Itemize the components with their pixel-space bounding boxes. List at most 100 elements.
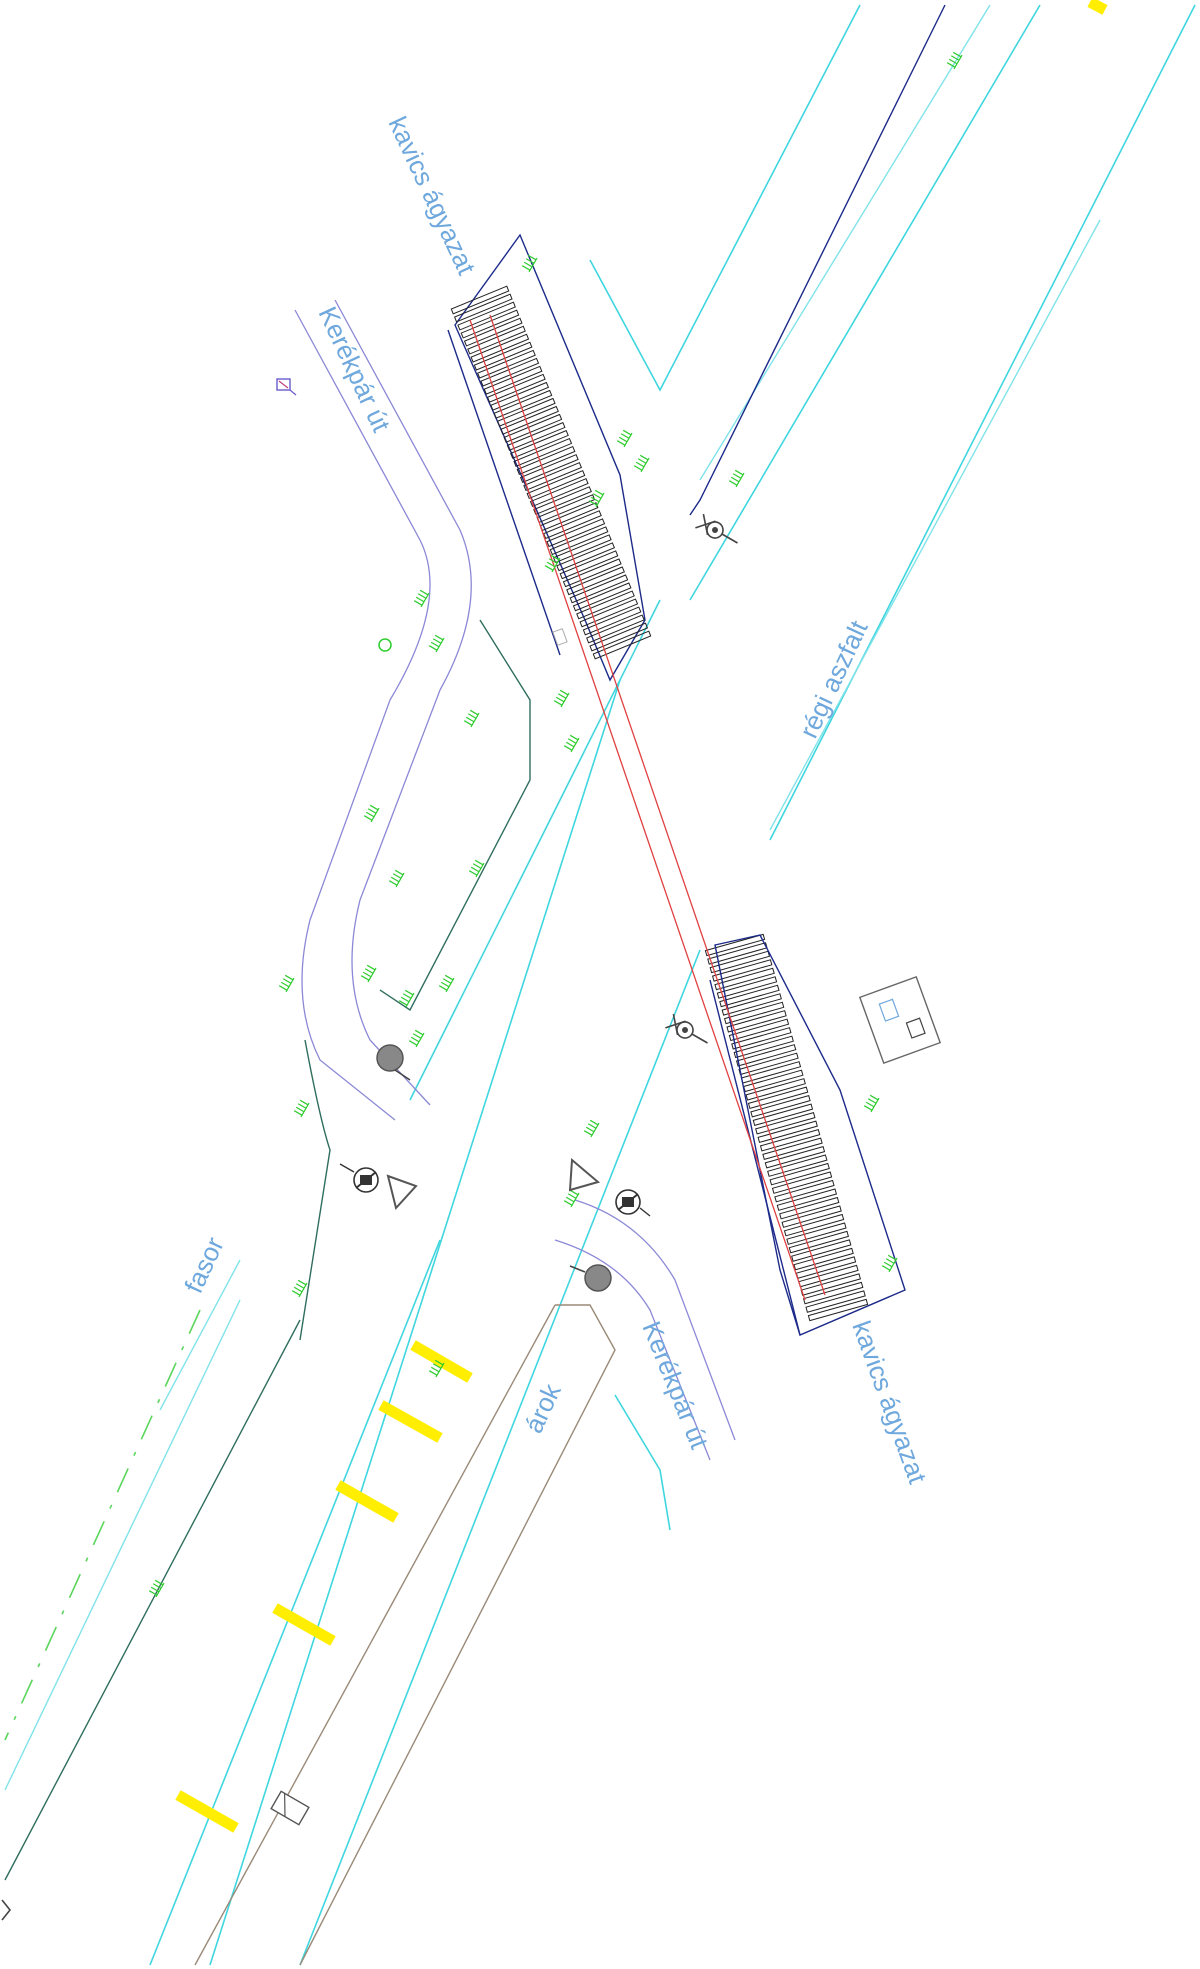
marking-3	[335, 1480, 399, 1523]
marking-top	[1087, 0, 1108, 15]
bike-path-right-border	[614, 1394, 671, 1531]
railway-tie	[453, 293, 513, 323]
stop-sign-icon	[584, 1264, 612, 1292]
grass-tuft	[563, 734, 580, 753]
railway-tie	[529, 478, 589, 508]
road-edge-mid-left	[209, 679, 621, 1966]
label-kerekpar-ut-bottom: Kerékpár út	[636, 1317, 714, 1454]
level-crossing-signal-icon	[695, 513, 738, 544]
railway-tie	[719, 984, 780, 1008]
railway-tie	[552, 534, 612, 564]
ballast-upper-edge	[447, 329, 561, 656]
railway-tie	[503, 413, 563, 443]
railway-tie	[783, 1213, 845, 1237]
marking-1	[410, 1340, 473, 1383]
utility-box-icon	[858, 975, 942, 1065]
railway-tie	[762, 1137, 823, 1161]
railway-tie	[480, 357, 540, 387]
grass-tuft	[408, 1029, 425, 1048]
grass-tuft	[553, 689, 570, 708]
railway-tie	[767, 1154, 828, 1177]
railway-tie	[536, 494, 596, 524]
railway-tie	[709, 950, 771, 974]
bike-path-right	[554, 1199, 736, 1531]
bike-path-left	[294, 299, 531, 1341]
grass-tuft	[563, 1189, 580, 1208]
main-road	[4, 4, 1196, 1966]
grass-tuft	[463, 709, 480, 728]
grass-tufts	[148, 51, 963, 1598]
grass-tuft	[633, 454, 650, 473]
railway-tie	[516, 445, 576, 475]
marking-4	[272, 1603, 336, 1646]
railway-tie	[562, 558, 622, 588]
marking-5	[175, 1790, 239, 1833]
railway-tie	[802, 1281, 864, 1305]
railway-tie	[566, 566, 625, 596]
label-kavics-agyazat-top: kavics ágyazat	[383, 112, 483, 280]
railway-tie	[781, 1205, 842, 1228]
camera-marker-icon	[276, 378, 297, 396]
road-edge-inner	[699, 4, 991, 481]
railway-tie	[747, 1086, 809, 1110]
railway-tie	[757, 1120, 818, 1144]
railway-tie	[728, 1018, 790, 1042]
railway-tie	[477, 349, 536, 379]
railway-tie	[569, 574, 629, 604]
railway-tie	[743, 1069, 804, 1093]
railway-tie	[589, 622, 649, 652]
railway-tie	[483, 365, 543, 395]
railway-tie	[795, 1256, 857, 1279]
railway-tie	[450, 285, 510, 315]
railway	[447, 233, 906, 1336]
railway-tie	[786, 1222, 847, 1245]
railway-tie	[556, 542, 616, 572]
edge-marker-icon	[1, 1899, 12, 1921]
road-curb-top	[689, 4, 946, 516]
bike-path-left-curb	[379, 619, 531, 1012]
railway-tie	[735, 1044, 797, 1067]
grass-tuft	[544, 554, 561, 573]
railway-tie	[752, 1103, 814, 1127]
railway-tie	[519, 454, 579, 483]
grass-tuft	[388, 869, 405, 888]
grass-tuft	[521, 254, 538, 273]
road-verge-fasor	[159, 1259, 241, 1411]
grass-tuft	[428, 634, 445, 653]
grass-tuft	[863, 1094, 880, 1113]
railway-tie	[755, 1111, 816, 1135]
road-corner-top	[589, 4, 861, 392]
railway-tie	[791, 1239, 852, 1262]
railway-tie	[592, 630, 652, 660]
railway-tie	[510, 429, 569, 459]
railway-tie	[764, 1145, 826, 1169]
old-asphalt-edge	[769, 219, 1101, 831]
railway-tie	[576, 590, 635, 620]
marker-box-icon	[552, 628, 568, 646]
give-way-sign-icon	[568, 1157, 601, 1192]
ditch-outline	[299, 1304, 616, 1966]
ties-upper	[450, 285, 652, 660]
ditch-inner	[194, 1304, 556, 1966]
railway-tie	[463, 317, 523, 347]
railway-tie	[723, 1001, 785, 1025]
railway-tie	[470, 333, 530, 363]
railway-tie	[579, 598, 639, 628]
railway-tie	[721, 993, 782, 1016]
railway-tie	[793, 1247, 854, 1271]
give-way-sign-icon	[386, 1174, 418, 1211]
road-edge-right-lower	[299, 949, 701, 1966]
railway-tie	[745, 1078, 806, 1101]
railway-tie	[493, 389, 553, 419]
railway-tie	[731, 1027, 792, 1050]
railway-tie	[714, 967, 775, 991]
railway-tie	[559, 550, 619, 580]
railway-tie	[776, 1188, 838, 1211]
bike-path-right-edge-a	[554, 1239, 711, 1461]
road-edge-mid-right	[689, 4, 1041, 601]
rail-right	[489, 314, 826, 1296]
railway-tie	[769, 1162, 830, 1186]
railway-tie	[771, 1171, 833, 1194]
railway-tie	[750, 1094, 811, 1118]
